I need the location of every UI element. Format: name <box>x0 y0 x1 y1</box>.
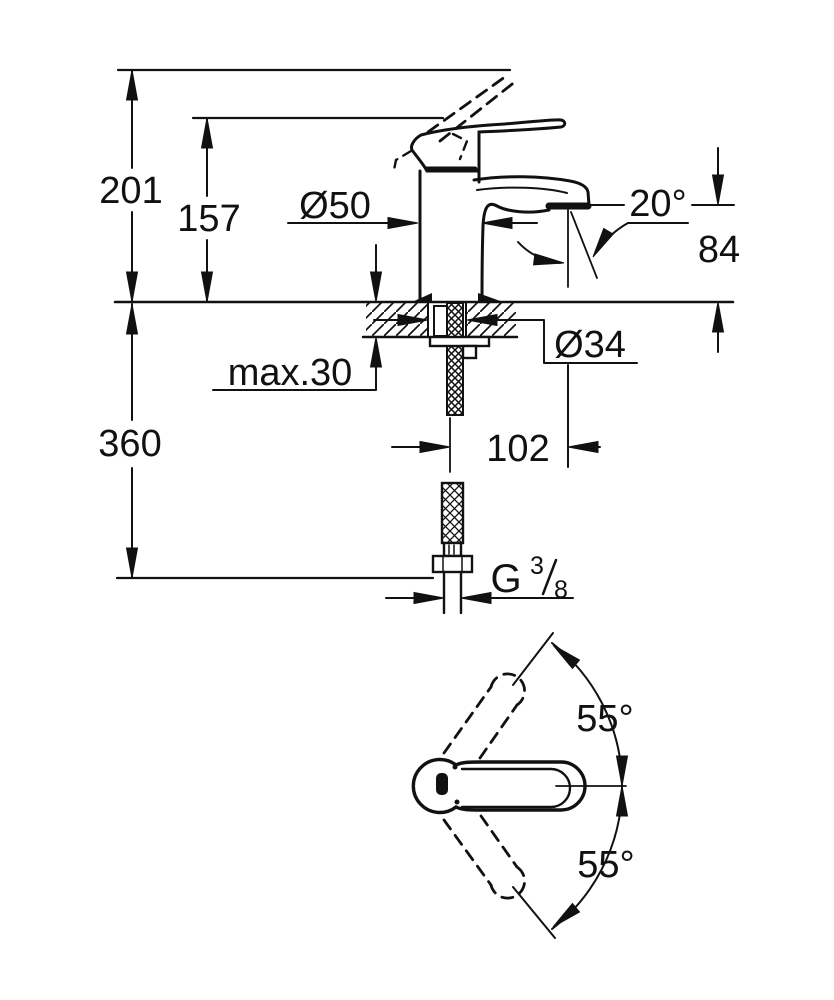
dim-max30-lines <box>212 244 377 391</box>
handle-lever-raised-dashed <box>426 72 518 143</box>
spout-top-edge <box>472 175 591 207</box>
angle55-lower-line <box>512 886 556 939</box>
angle55-upper-line <box>512 632 554 686</box>
dim-deck-thickness-label: max.30 <box>228 352 353 394</box>
threaded-shank <box>446 302 464 416</box>
handle-dashed-upper-cap <box>489 672 526 707</box>
hose-connector-ribs <box>448 544 455 555</box>
mounting-guide <box>433 305 448 337</box>
plan-view <box>411 632 628 939</box>
thread-letter-label: G <box>490 557 521 601</box>
thread-tube <box>442 570 463 615</box>
handle-dashed-lower-cap <box>489 865 526 900</box>
thread-fraction-slash <box>541 558 558 596</box>
flex-hose-braid <box>440 481 465 545</box>
base-shadow-right <box>478 293 503 302</box>
handle-detail-dashed-inner <box>451 132 469 161</box>
handle-dashed-lower <box>442 814 519 887</box>
hose-nut <box>431 554 474 574</box>
handle-dot-lower <box>454 799 460 805</box>
dim-spout-angle-label: 20° <box>629 183 686 225</box>
handle-logo-mark <box>436 773 448 795</box>
handle-dot-upper <box>452 764 458 770</box>
dim-base-diameter-label: Ø50 <box>299 185 371 227</box>
side-view-labels: 201 157 360 Ø50 20° 84 max.30 Ø34 102 G … <box>98 170 740 604</box>
dim-spout-projection-label: 102 <box>486 428 549 470</box>
thread-denominator-label: 8 <box>554 576 568 604</box>
mounting-washer <box>428 335 491 348</box>
dim-hole-diameter-label: Ø34 <box>554 324 626 366</box>
swivel-lower-label: 55° <box>577 844 634 886</box>
thread-numerator-label: 3 <box>530 552 544 580</box>
handle-dashed-upper <box>442 685 519 760</box>
handle-plan-outline <box>411 757 587 815</box>
dim-hose-length-label: 360 <box>98 423 161 465</box>
dim-outlet-height-label: 84 <box>698 229 740 271</box>
dim-total-height-label: 201 <box>99 170 162 212</box>
hose-nut-facets <box>442 556 463 572</box>
base-shadow-left <box>412 293 432 302</box>
dim34-lines <box>373 319 638 364</box>
mounting-stud <box>461 344 478 360</box>
plan-view-labels: 55° 55° <box>576 698 634 886</box>
side-view <box>113 68 735 615</box>
dim-body-height-label: 157 <box>177 198 240 240</box>
handle-detail-dashed-left <box>392 149 413 172</box>
swivel-upper-label: 55° <box>576 698 633 740</box>
hose-connector <box>442 541 463 558</box>
spout-underside <box>480 202 551 303</box>
spout-inner-line <box>476 186 568 194</box>
stream-angle-line <box>570 211 598 279</box>
handle-plan-inner-contour <box>460 767 572 809</box>
